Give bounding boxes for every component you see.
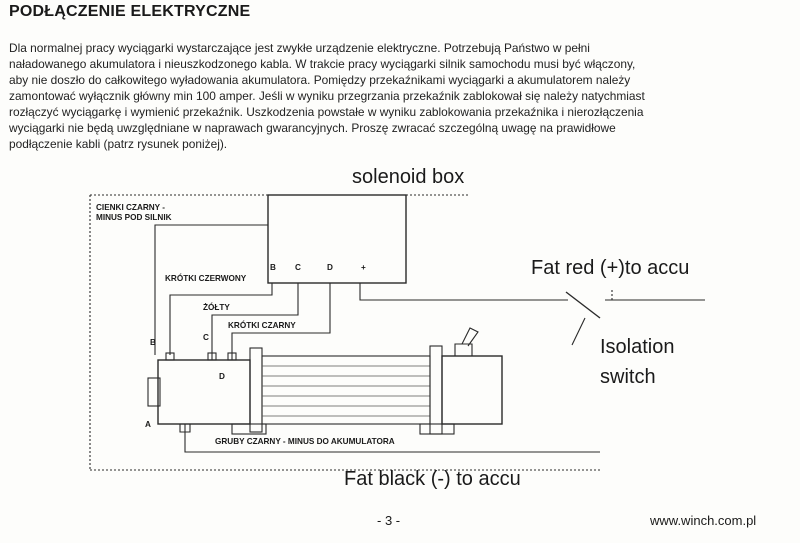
solenoid-box-label: solenoid box bbox=[352, 166, 464, 188]
gear-plate-right bbox=[429, 345, 443, 435]
fat-red-wire bbox=[359, 283, 705, 301]
paragraph-line: Dla normalnej pracy wyciągarki wystarcza… bbox=[9, 41, 590, 55]
short-black-label: KRÓTKI CZARNY bbox=[228, 319, 296, 330]
diagram-frame bbox=[89, 194, 600, 471]
paragraph-line: zamontować wyłącznik główny min 100 ampe… bbox=[9, 89, 645, 103]
clutch-lever bbox=[454, 327, 479, 356]
isolation-switch bbox=[565, 291, 601, 319]
paragraph-line: aby nie doszło do całkowitego wyładowani… bbox=[9, 73, 631, 87]
thin-black-label-line1: CIENKI CZARNY - bbox=[96, 203, 165, 212]
fat-black-ground-label: GRUBY CZARNY - MINUS DO AKUMULATORA bbox=[215, 437, 395, 446]
motor-c-label: C bbox=[203, 333, 209, 342]
ground-post bbox=[179, 423, 191, 433]
paragraph-line: podłączenie kabli (patrz rysunek poniżej… bbox=[9, 137, 228, 151]
paragraph-line: wyciągarki nie będą uwzględniane w napra… bbox=[9, 121, 616, 135]
yellow-label: ŻÓŁTY bbox=[203, 301, 230, 312]
base-foot-right bbox=[419, 423, 455, 435]
motor-housing bbox=[157, 359, 251, 425]
drum-lines bbox=[262, 365, 430, 417]
page-number: - 3 - bbox=[377, 513, 401, 528]
gear-plate-left bbox=[249, 347, 263, 433]
isolation-label-line2: switch bbox=[600, 366, 656, 388]
thin-black-wire bbox=[154, 224, 268, 355]
terminal-plus-label: + bbox=[361, 263, 366, 272]
motor-endcap bbox=[147, 377, 161, 407]
isolation-label-line1: Isolation bbox=[600, 336, 675, 358]
isolation-pointer bbox=[571, 317, 586, 346]
terminal-d-label: D bbox=[327, 263, 333, 272]
page-heading: PODŁĄCZENIE ELEKTRYCZNE bbox=[9, 3, 251, 20]
yellow-wire bbox=[211, 283, 299, 360]
gearbox bbox=[441, 355, 503, 425]
fat-black-label: Fat black (-) to accu bbox=[344, 468, 521, 490]
instructions-paragraph: Dla normalnej pracy wyciągarki wystarcza… bbox=[9, 40, 779, 152]
motor-d-label: D bbox=[219, 372, 225, 381]
thin-black-label-line2: MINUS POD SILNIK bbox=[96, 213, 172, 222]
terminal-b-label: B bbox=[270, 263, 276, 272]
solenoid-box bbox=[267, 194, 407, 284]
terminal-c-label: C bbox=[295, 263, 301, 272]
fat-red-label: Fat red (+)to accu bbox=[531, 257, 689, 279]
fat-black-wire bbox=[184, 424, 600, 453]
paragraph-line: rozłączyć wyciągarkę i wymienić przekaźn… bbox=[9, 105, 644, 119]
motor-terminal-d bbox=[227, 352, 237, 361]
base-foot-left bbox=[231, 423, 267, 435]
motor-b-label: B bbox=[150, 338, 156, 347]
short-black-wire bbox=[231, 283, 331, 360]
paragraph-line: naładowanego akumulatora i nieuszkodzone… bbox=[9, 57, 636, 71]
short-red-wire bbox=[169, 283, 273, 355]
motor-a-label: A bbox=[145, 420, 151, 429]
short-red-label: KRÓTKI CZERWONY bbox=[165, 272, 247, 283]
footer-url[interactable]: www.winch.com.pl bbox=[650, 513, 757, 528]
motor-terminal-b bbox=[165, 352, 175, 361]
motor-terminal-c bbox=[207, 352, 217, 361]
